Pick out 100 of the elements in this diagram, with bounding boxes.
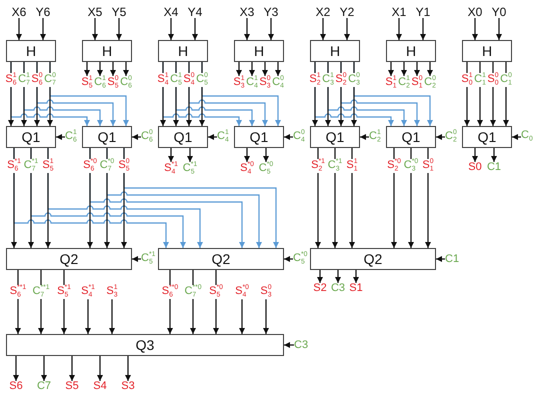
wire-arrow (239, 299, 245, 334)
wire-arrow (168, 18, 174, 40)
wire-arrow (401, 62, 407, 76)
signal-label: S2 (313, 283, 327, 294)
wire-arrow (284, 342, 294, 348)
signal-label: Y6 (36, 6, 50, 18)
wire-arrow (97, 356, 103, 381)
logic-block: Q2 (6, 248, 132, 270)
wire-arrow (325, 62, 331, 126)
signal-label: S4 (93, 381, 107, 392)
wire-arrow (208, 134, 217, 140)
wire-arrow (396, 18, 402, 40)
logic-block: H (462, 40, 512, 62)
wire-arrow (41, 356, 47, 381)
wire-arrow (47, 62, 53, 126)
wire-arrow (192, 18, 198, 40)
logic-block: Q1 (386, 126, 436, 148)
wire-arrow (40, 18, 46, 40)
wire-arrow (472, 18, 478, 40)
wire-arrow (284, 256, 293, 262)
signal-label: C3 (294, 340, 308, 350)
wire-arrow (284, 134, 293, 140)
wire-arrow (16, 18, 22, 40)
wire-arrow (335, 270, 341, 283)
wire-arrow (268, 18, 274, 40)
signal-label: Y1 (416, 6, 430, 18)
wire-arrow (436, 256, 445, 262)
wire-arrow (391, 148, 397, 248)
signal-label: C$_{0}$ (521, 130, 533, 144)
wire-arrow (110, 62, 116, 76)
signal-label: S6 (9, 381, 23, 392)
signal-label: Y4 (188, 6, 202, 18)
logic-block: Q1 (6, 126, 56, 148)
wire-arrow (168, 148, 174, 162)
wire-arrow (244, 148, 250, 162)
signal-label: S3 (121, 381, 135, 392)
wire-arrow (11, 148, 17, 248)
wire-arrow (360, 134, 369, 140)
wire-arrow (15, 270, 21, 334)
wire-arrow (496, 18, 502, 40)
signal-label: X6 (12, 6, 26, 18)
wire-arrow (317, 270, 323, 283)
wire-arrow (491, 148, 497, 162)
wire-arrow (199, 62, 205, 126)
wire-arrow (351, 62, 357, 126)
wire-arrow (436, 134, 445, 140)
wire-arrow (312, 62, 318, 126)
wire-arrow (104, 148, 110, 248)
wire-arrow (187, 148, 193, 162)
wire-arrow (503, 62, 509, 126)
wire-arrow (477, 62, 483, 126)
wire-arrow (349, 148, 355, 248)
logic-block: Q2 (158, 248, 284, 270)
signal-label: X0 (468, 6, 482, 18)
wire-arrow (173, 62, 179, 126)
wire-arrow (262, 62, 268, 76)
wire-arrow (236, 62, 242, 76)
wire-arrow (244, 18, 250, 40)
wire-arrow (34, 62, 40, 126)
signal-label: C3 (330, 283, 346, 294)
wire-arrow (332, 148, 338, 248)
signal-label: C7 (36, 381, 52, 392)
wire-arrow (61, 270, 67, 334)
wire-arrow (353, 270, 359, 283)
logic-block: H (310, 40, 360, 62)
signal-label: Y0 (492, 6, 506, 18)
wire-arrow (427, 62, 433, 76)
wire-arrow (263, 299, 269, 334)
wire-arrow (116, 18, 122, 40)
wire-arrow (21, 62, 27, 126)
wire-arrow (167, 270, 173, 334)
wire-arrow (132, 134, 141, 140)
wire-arrow (190, 270, 196, 334)
wire-arrow (249, 62, 255, 76)
wire-arrow (84, 62, 90, 76)
signal-label: X4 (164, 6, 178, 18)
logic-block: Q1 (462, 126, 512, 148)
wire-arrow (338, 62, 344, 126)
wire-arrow (69, 356, 75, 381)
signal-label: X2 (316, 6, 330, 18)
logic-block: Q1 (158, 126, 208, 148)
logic-block: H (234, 40, 284, 62)
wire-arrow (45, 148, 51, 248)
wire-arrow (344, 18, 350, 40)
wire-arrow (28, 148, 34, 248)
logic-block: H (6, 40, 56, 62)
wire-arrow (85, 299, 91, 334)
logic-block: H (82, 40, 132, 62)
wire-arrow (13, 356, 19, 381)
wire-arrow (97, 62, 103, 76)
wire-arrow (160, 62, 166, 126)
wire-arrow (263, 148, 269, 162)
wire-arrow (56, 134, 65, 140)
wire-arrow (408, 148, 414, 248)
wire-arrow (512, 134, 521, 140)
signal-label: S0 (468, 162, 482, 173)
signal-label: S5 (65, 381, 79, 392)
wire-arrow (8, 62, 14, 126)
logic-block: H (158, 40, 208, 62)
signal-label: Y2 (340, 6, 354, 18)
